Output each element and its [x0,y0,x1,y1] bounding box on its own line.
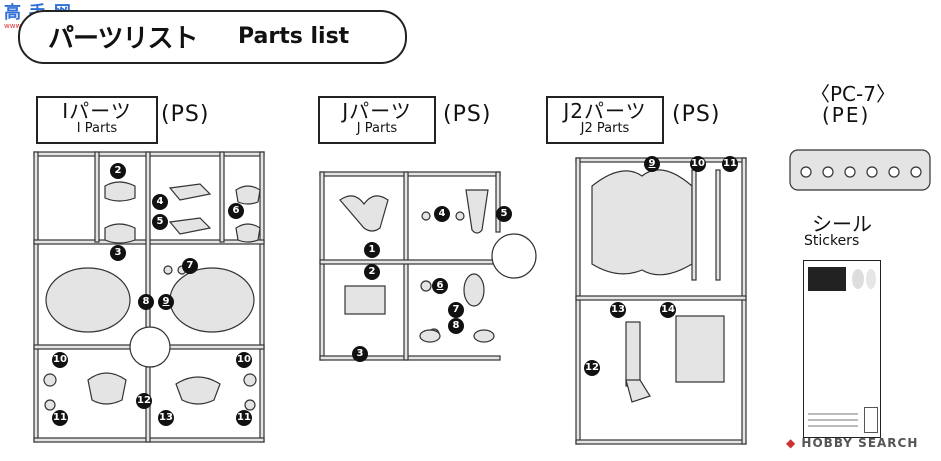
i-part-number: 11 [236,410,252,426]
page-title-ja: パーツリスト [48,24,198,54]
pe-part-code: 〈PC-7〉 [810,82,896,106]
i-part-number: 5 [152,214,168,230]
hobby-search-brand: ◆ HOBBY SEARCH [786,436,918,450]
i-part-number: 12 [136,393,152,409]
sticker-decal [808,267,846,291]
j-part-number: 4 [434,206,450,222]
i-part-number: 8 [138,294,154,310]
j2-part-number: 9 [644,156,660,172]
j-part-number: 5 [496,206,512,222]
i-part-number: 9 [158,294,174,310]
i-parts-label: Iパーツ I Parts [36,96,158,144]
sticker-shape [866,269,876,289]
i-part-number: 7 [182,258,198,274]
j-parts-label-ja: Jパーツ [342,99,412,123]
j-runner-diagram [319,171,537,361]
hobby-search-text: HOBBY SEARCH [801,436,919,450]
j2-parts-label: J2パーツ J2 Parts [546,96,664,144]
i-runner-diagram [33,151,265,443]
sticker-barcode [864,407,878,433]
i-parts-label-ja: Iパーツ [62,99,132,123]
j-part-number: 3 [352,346,368,362]
j-parts-material: (PS) [443,102,492,127]
j2-part-number: 11 [722,156,738,172]
page-title-en: Parts list [238,24,350,49]
sticker-fineprint-line [808,413,858,415]
pe-fret-diagram [789,149,931,191]
sticker-sheet [803,260,881,438]
stickers-label-ja: シール [812,212,872,236]
j-part-number: 6 [432,278,448,294]
j2-part-number: 14 [660,302,676,318]
i-part-number: 13 [158,410,174,426]
i-part-number: 6 [228,203,244,219]
hobby-search-logo-icon: ◆ [786,436,797,450]
j2-runner-diagram [575,157,747,445]
j-parts-label-en: J Parts [356,121,398,136]
j2-part-number: 12 [584,360,600,376]
pe-material: (PE) [822,103,871,127]
parts-list-header [18,10,407,64]
j2-part-number: 10 [690,156,706,172]
j-part-number: 7 [448,302,464,318]
j2-parts-label-en: J2 Parts [580,121,630,136]
sticker-shape [852,269,864,289]
i-part-number: 10 [52,352,68,368]
i-part-number: 11 [52,410,68,426]
j2-parts-label-ja: J2パーツ [563,99,647,123]
j-part-number: 2 [364,264,380,280]
i-part-number: 2 [110,163,126,179]
sticker-fineprint-line [808,425,858,427]
j-part-number: 8 [448,318,464,334]
i-part-number: 4 [152,194,168,210]
i-parts-label-en: I Parts [76,121,118,136]
i-parts-material: (PS) [161,102,210,127]
stickers-label-en: Stickers [804,233,860,249]
i-part-number: 3 [110,245,126,261]
i-part-number: 10 [236,352,252,368]
j-part-number: 1 [364,242,380,258]
j2-part-number: 13 [610,302,626,318]
j2-parts-material: (PS) [672,102,721,127]
j-parts-label: Jパーツ J Parts [318,96,436,144]
sticker-fineprint-line [808,419,858,421]
